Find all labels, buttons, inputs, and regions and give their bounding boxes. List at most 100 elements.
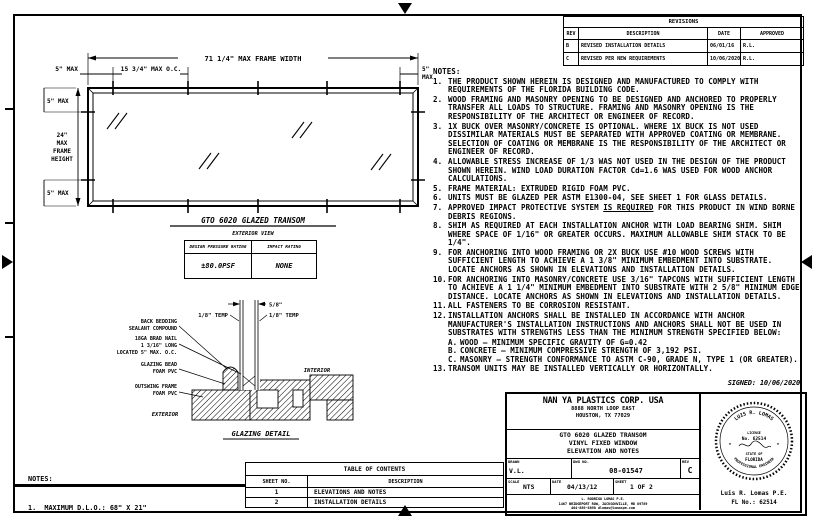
sheet-value: 1 OF 2 <box>630 484 653 491</box>
bottom-notes: NOTES: 1. MAXIMUM D.L.O.: 68" X 21" <box>28 456 147 528</box>
scale-label: SCALE <box>508 479 520 484</box>
note-number: 6. <box>433 193 443 203</box>
brad-nail-label2: 1 3/16" LONG <box>141 343 177 349</box>
note-number: 7. <box>433 202 443 212</box>
seal-number: No. 62514 <box>742 436 767 442</box>
title-block: NAN YA PLASTICS CORP. USA 8888 NORTH LOO… <box>505 392 807 516</box>
dim-5max-right-label2: MAX <box>422 74 433 81</box>
revision-rev: C <box>563 52 579 66</box>
note-item: 4. ALLOWABLE STRESS INCREASE OF 1/3 WAS N… <box>433 156 804 184</box>
note-item: 10.FOR ANCHORING INTO MASONRY/CONCRETE U… <box>433 275 804 302</box>
note-number: C. <box>448 355 458 364</box>
drawn-cell: DRAWN V.L. <box>507 459 572 478</box>
revisions-col-approved: APPROVED <box>740 27 804 40</box>
date-value: 04/13/12 <box>567 484 598 491</box>
seal-star-right-icon: ★ <box>777 442 780 447</box>
note-text-underlined: IS REQUIRED <box>603 202 654 212</box>
note-text: THE PRODUCT SHOWN HEREIN IS DESIGNED AND… <box>448 76 759 95</box>
note-number: 8. <box>433 221 443 231</box>
engineer-seal: LUIS R. LOMAS PROFESSIONAL ENGINEER LICE… <box>714 401 794 506</box>
scale-cell: SCALE NTS <box>507 479 551 494</box>
seal-cert-name: Luis R. Lomas P.E. <box>720 489 787 497</box>
note-text: CONCRETE – MINIMUM COMPRESSIVE STRENGTH … <box>460 346 702 356</box>
dim-frame-height-label1: 24" <box>57 132 68 139</box>
toc-row: 1 ELEVATIONS AND NOTES <box>245 487 505 498</box>
dim-frame-height-label2: MAX <box>57 140 68 147</box>
note-text: WOOD – MINIMUM SPECIFIC GRAVITY OF G=0.4… <box>460 337 648 347</box>
note-item: 8. SHIM AS REQUIRED AT EACH INSTALLATION … <box>433 221 804 248</box>
note-item: 13.TRANSOM UNITS MAY BE INSTALLED VERTIC… <box>433 363 804 374</box>
product-line3: ELEVATION AND NOTES <box>566 448 640 455</box>
dim-frame-height-label4: HEIGHT <box>51 156 73 163</box>
note-subitem: B.CONCRETE – MINIMUM COMPRESSIVE STRENGT… <box>448 347 804 356</box>
revisions-col-rev: REV <box>563 27 579 40</box>
note-text: MASONRY – STRENGTH CONFORMANCE TO ASTM C… <box>460 355 798 364</box>
signed-date: SIGNED: 10/06/2020 <box>727 379 800 387</box>
revision-approved: R.L. <box>740 52 804 66</box>
toc-col-description: DESCRIPTION <box>306 475 505 488</box>
note-item: 7.APPROVED IMPACT PROTECTIVE SYSTEM IS R… <box>433 202 804 221</box>
notes-heading: NOTES: <box>433 67 461 76</box>
seal-state2: FLORIDA <box>745 457 763 462</box>
seal-cert-no: FL No.: 62514 <box>731 500 777 506</box>
rating-table: DESIGN PRESSURE RATING IMPACT RATING ±80… <box>184 240 317 279</box>
seal-cell: LUIS R. LOMAS PROFESSIONAL ENGINEER LICE… <box>703 394 805 510</box>
seal-signature <box>738 440 772 448</box>
revision-row: C REVISED PER NEW REQUIREMENTS 10/06/202… <box>563 52 804 66</box>
drawn-label: DRAWN <box>508 459 520 464</box>
note-item: 5.FRAME MATERIAL: EXTRUDED RIGID FOAM PV… <box>433 183 804 194</box>
note-subitem: C.MASONRY – STRENGTH CONFORMANCE TO ASTM… <box>448 355 804 365</box>
note-text: SHIM AS REQUIRED AT EACH INSTALLATION AN… <box>448 221 786 248</box>
company-address2: HOUSTON, TX 77029 <box>575 412 631 419</box>
sheet-label: SHEET <box>615 479 627 484</box>
date-label: DATE <box>552 479 562 484</box>
sheet-cell: SHEET 1 OF 2 <box>614 479 699 494</box>
title-block-fields-row2: SCALE NTS DATE 04/13/12 SHEET 1 OF 2 <box>507 479 699 495</box>
dim-frame-height-label3: FRAME <box>53 148 71 155</box>
back-bedding-label2: SEALANT COMPOUND <box>129 326 177 332</box>
note-text: FRAME MATERIAL: EXTRUDED RIGID FOAM PVC. <box>448 183 631 193</box>
revisions-col-date: DATE <box>707 27 741 40</box>
revision-date: 06/01/16 <box>707 39 741 53</box>
bottom-notes-item: 1. MAXIMUM D.L.O.: 68" X 21" <box>28 503 147 512</box>
note-number: 3. <box>433 121 443 131</box>
engineer-address: 1467 BRIDGEPORT ROW, JACKSONVILLE, MD 89… <box>558 501 648 506</box>
glazing-detail-title: GLAZING DETAIL <box>231 430 290 438</box>
note-text: INSTALLATION ANCHORS SHALL BE INSTALLED … <box>448 311 782 338</box>
note-item: 2.WOOD FRAMING AND MASONRY OPENING TO BE… <box>433 95 804 122</box>
note-number: A. <box>448 337 458 347</box>
rating-header-pressure: DESIGN PRESSURE RATING <box>184 240 252 254</box>
note-number: 13. <box>433 363 447 373</box>
note-text: TRANSOM UNITS MAY BE INSTALLED VERTICALL… <box>448 363 713 373</box>
center-mark-right-icon <box>801 255 812 269</box>
toc-description: INSTALLATION DETAILS <box>306 497 505 508</box>
engineer-name: L. RODRIGO LOMAS P.E. <box>581 497 625 501</box>
seal-license: LICENSE <box>747 431 761 435</box>
product-line1: GTO 6020 GLAZED TRANSOM <box>559 432 647 439</box>
dim-5max-top-label: 5" MAX <box>47 98 69 105</box>
interior-label: INTERIOR <box>304 368 331 374</box>
note-item: 6.UNITS MUST BE GLAZED PER ASTM E1300-04… <box>433 194 804 203</box>
glazing-detail-drawing: 5/8" 1/8" TEMP 1/8" TEMP BACK BEDDING SE… <box>117 300 354 440</box>
bottom-notes-heading: NOTES: <box>28 475 53 483</box>
glass-temp-right-label: 1/8" TEMP <box>269 313 299 319</box>
note-text-part: FOR THIS PRODUCT IN WIND BORNE DEBRIS RE… <box>448 202 795 221</box>
rev-cell: REV C <box>681 459 699 478</box>
note-item: 1.THE PRODUCT SHOWN HEREIN IS DESIGNED A… <box>433 76 804 95</box>
note-number: 9. <box>433 247 443 257</box>
engineer-block: L. RODRIGO LOMAS P.E. 1467 BRIDGEPORT RO… <box>507 495 699 519</box>
note-text: ALLOWABLE STRESS INCREASE OF 1/3 WAS NOT… <box>448 156 786 184</box>
note-item: 11.ALL FASTENERS TO BE CORROSION RESISTA… <box>433 302 804 311</box>
note-number: 4. <box>433 156 443 166</box>
note-item: 9.FOR ANCHORING INTO WOOD FRAMING OR 2X … <box>433 247 804 275</box>
scale-value: NTS <box>523 484 535 491</box>
notes-section: NOTES: 1.THE PRODUCT SHOWN HEREIN IS DES… <box>433 67 804 374</box>
revisions-title: REVISIONS <box>563 16 804 28</box>
note-number: B. <box>448 346 458 356</box>
revision-description: REVISED PER NEW REQUIREMENTS <box>578 52 708 66</box>
rev-label: REV <box>682 459 689 464</box>
border-tick <box>5 108 14 110</box>
dim-5max-right-label: 5" <box>422 66 429 73</box>
rev-value: C <box>687 466 693 475</box>
